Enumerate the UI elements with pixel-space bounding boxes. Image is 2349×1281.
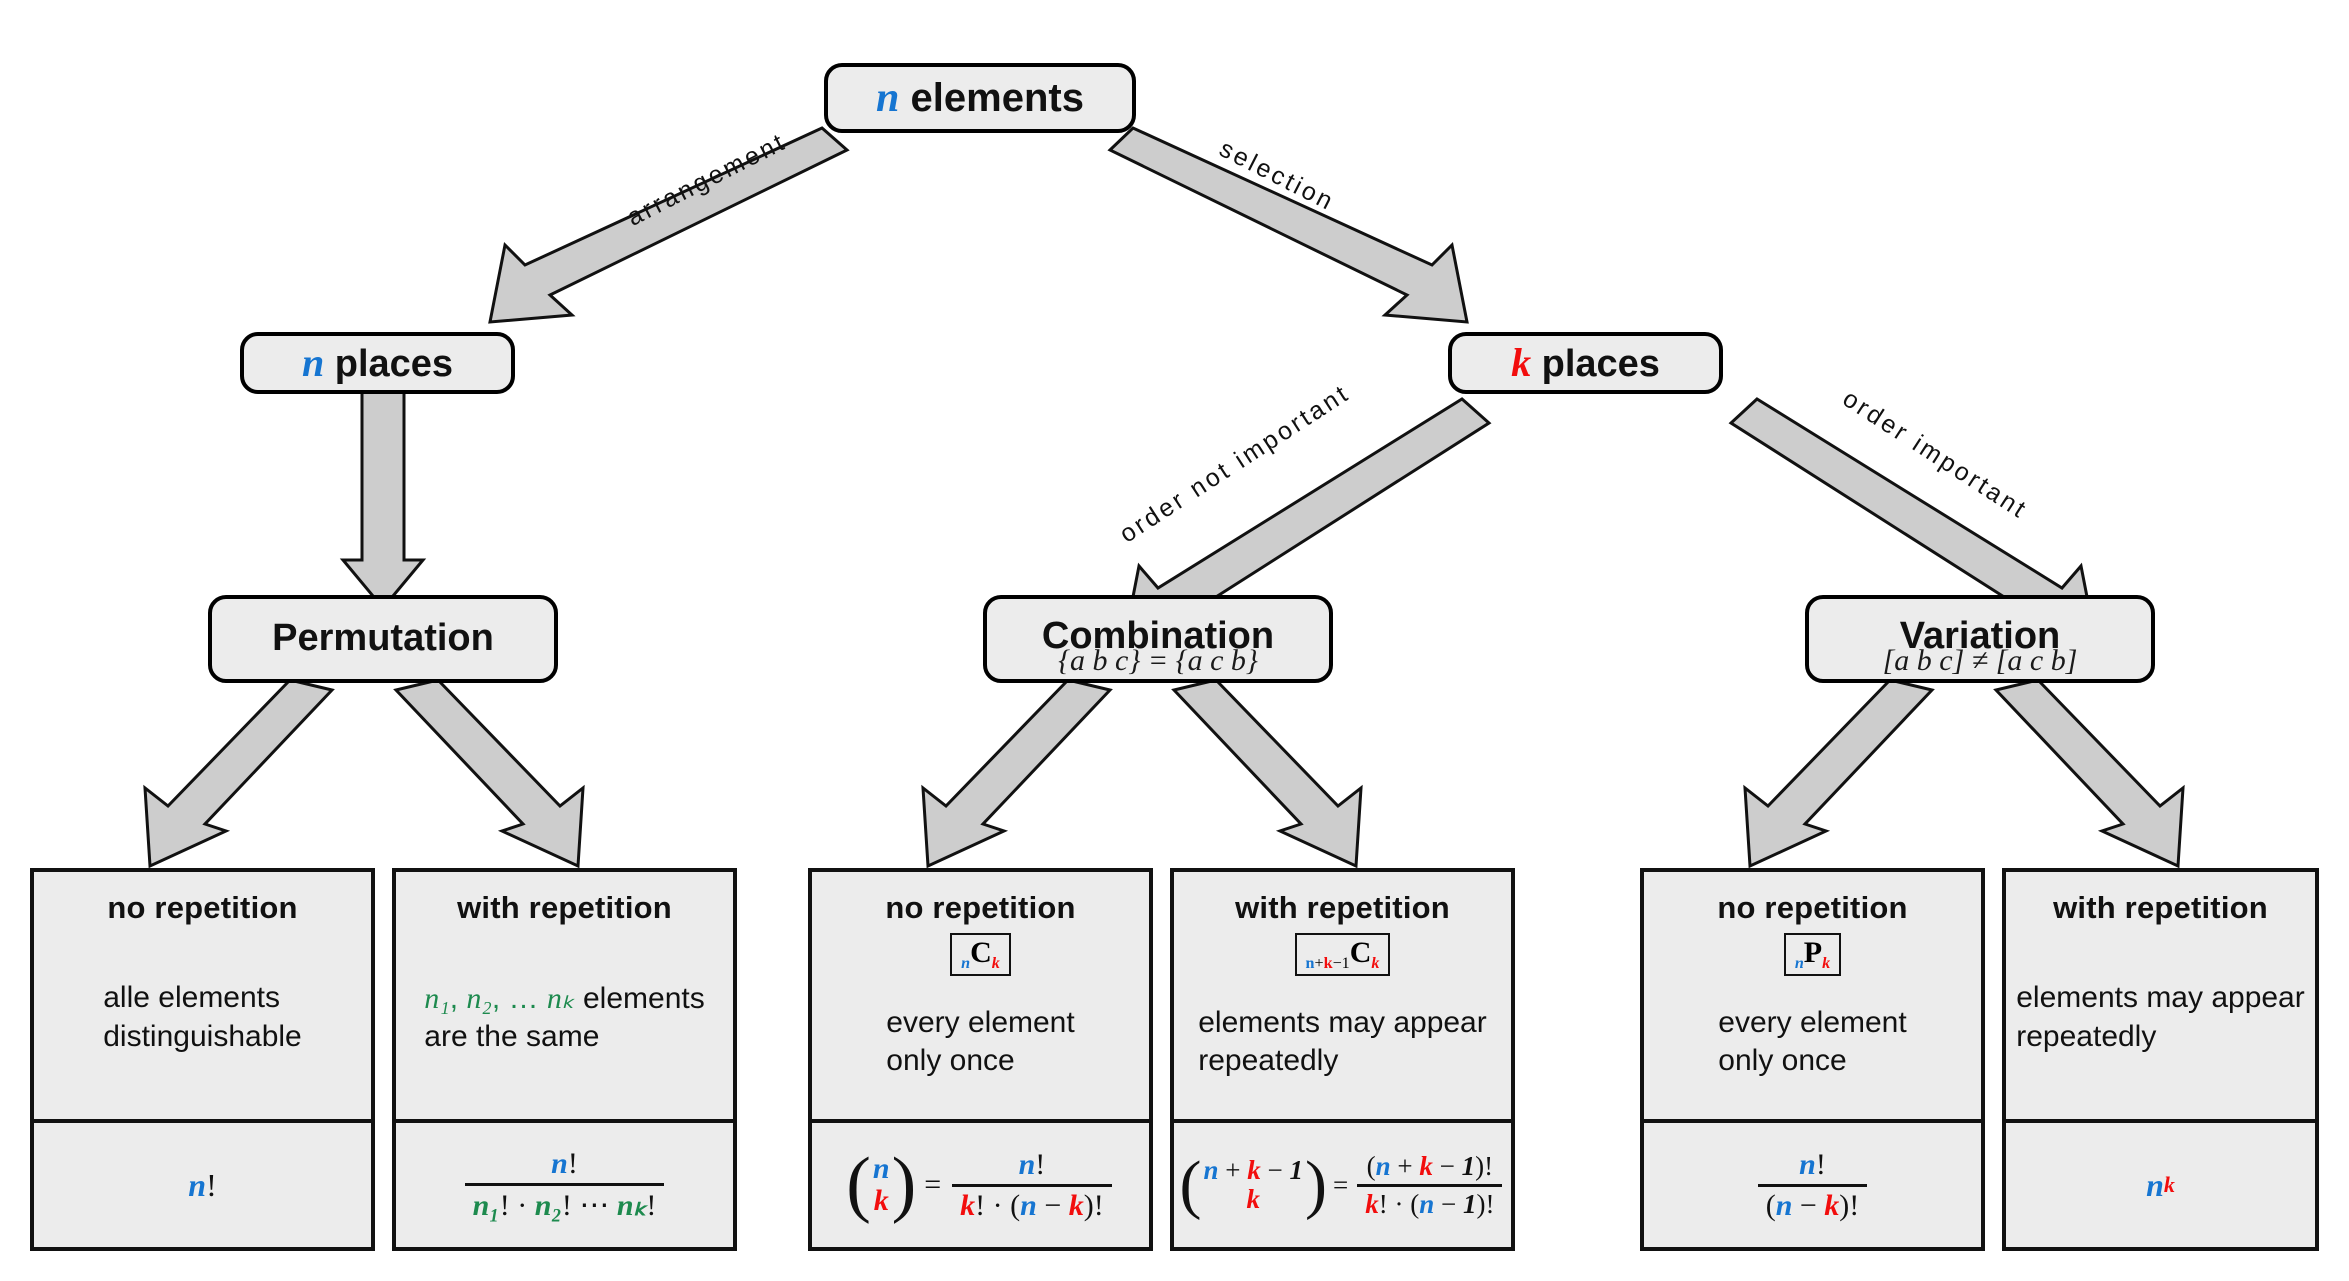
leaf-formula: n! (n − k)! <box>1644 1119 1981 1247</box>
leaf-upper: no repetition nPk every element only onc… <box>1644 872 1981 1119</box>
leaf-description: every element only once <box>1718 1005 1907 1078</box>
arrow-permutation-left <box>143 678 335 869</box>
formula-binomial-nk: ( n k ) = n! k! · (n − k)! <box>846 1147 1115 1223</box>
leaf-combination-no-repetition[interactable]: no repetition nCk every element only onc… <box>808 868 1153 1251</box>
leaf-formula: n! <box>34 1119 371 1247</box>
leaf-heading: no repetition <box>1717 890 1908 925</box>
leaf-upper: with repetition n₁, n₂, … nₖ elements ar… <box>396 872 733 1119</box>
symbol-n: n <box>876 74 900 121</box>
arrow-variation-right <box>1993 678 2185 869</box>
leaf-description: elements may appear repeatedly <box>1198 1005 1487 1078</box>
symbol-k: k <box>1511 339 1532 385</box>
formula-multiset-permutation: n! n₁! · n₂! ⋯ nₖ! <box>462 1147 668 1223</box>
edge-label-selection: selection <box>1214 134 1340 217</box>
node-variation[interactable]: Variation [a b c] ≠ [a c b] <box>1805 595 2155 683</box>
node-k-places-title: k places <box>1511 339 1660 385</box>
symbol-n2: n₂ <box>466 981 492 1015</box>
word-elements: elements <box>582 981 705 1015</box>
leaf-formula: n! n₁! · n₂! ⋯ nₖ! <box>396 1119 733 1247</box>
leaf-notation-nPk: nPk <box>1783 933 1842 976</box>
node-permutation[interactable]: Permutation <box>208 595 558 683</box>
leaf-combination-with-repetition[interactable]: with repetition n+k−1Ck elements may app… <box>1170 868 1515 1251</box>
node-k-places-label: places <box>1541 342 1660 385</box>
symbol-nk: nₖ <box>546 981 575 1015</box>
leaf-formula: ( n k ) = n! k! · (n − k)! <box>812 1119 1149 1247</box>
leaf-heading: with repetition <box>457 890 672 925</box>
leaf-description-line2: are the same <box>424 1019 600 1053</box>
leaf-description: n₁, n₂, … nₖ elements are the same <box>424 980 704 1056</box>
leaf-notation-npkm1Ck: n+k−1Ck <box>1294 933 1391 976</box>
arrow-variation-left <box>1743 678 1935 869</box>
leaf-permutation-no-repetition[interactable]: no repetition alle elements distinguisha… <box>30 868 375 1251</box>
leaf-upper: with repetition n+k−1Ck elements may app… <box>1174 872 1511 1119</box>
formula-multiset-combination: ( n + k − 1 k ) = (n + k − 1)! k! · (n −… <box>1180 1151 1506 1220</box>
leaf-formula: ( n + k − 1 k ) = (n + k − 1)! k! · (n −… <box>1174 1119 1511 1247</box>
formula-variation-no-repetition: n! (n − k)! <box>1755 1148 1871 1223</box>
node-n-elements-label: elements <box>910 75 1084 120</box>
leaf-description-line1: n₁, n₂, … nₖ elements <box>424 981 705 1015</box>
arrow-n-places-permutation <box>339 387 427 611</box>
leaf-heading: with repetition <box>1235 890 1450 925</box>
leaf-heading: with repetition <box>2053 890 2268 925</box>
node-k-places[interactable]: k places <box>1448 332 1723 394</box>
node-permutation-title: Permutation <box>272 617 494 660</box>
leaf-permutation-with-repetition[interactable]: with repetition n₁, n₂, … nₖ elements ar… <box>392 868 737 1251</box>
leaf-variation-no-repetition[interactable]: no repetition nPk every element only onc… <box>1640 868 1985 1251</box>
leaf-description: alle elements distinguishable <box>103 981 302 1053</box>
node-n-elements-title: n elements <box>876 76 1084 120</box>
node-n-places-title: n places <box>301 339 454 385</box>
symbol-n1: n₁ <box>424 981 450 1015</box>
leaf-upper: no repetition alle elements distinguisha… <box>34 872 371 1119</box>
arrow-combination-left <box>921 678 1113 869</box>
leaf-variation-with-repetition[interactable]: with repetition elements may appear repe… <box>2002 868 2319 1251</box>
leaf-description: elements may appear repeatedly <box>2016 981 2305 1053</box>
edge-label-arrangement: arrangement <box>622 127 791 232</box>
arrow-combination-right <box>1171 678 1363 869</box>
node-combination[interactable]: Combination {a b c} = {a c b} <box>983 595 1333 683</box>
arrow-arrangement <box>488 126 850 324</box>
node-n-places-label: places <box>334 342 454 385</box>
arrow-permutation-right <box>393 678 585 869</box>
node-n-places[interactable]: n places <box>240 332 515 394</box>
leaf-upper: no repetition nCk every element only onc… <box>812 872 1149 1119</box>
leaf-notation-nCk: nCk <box>950 933 1011 976</box>
symbol-n: n <box>301 339 325 385</box>
formula-n-factorial: n! <box>188 1166 217 1203</box>
leaf-upper: with repetition elements may appear repe… <box>2006 872 2315 1119</box>
leaf-description: every element only once <box>886 1005 1075 1078</box>
node-n-elements[interactable]: n elements <box>824 63 1136 133</box>
arrow-selection <box>1107 126 1469 324</box>
leaf-heading: no repetition <box>885 890 1076 925</box>
edge-label-order-important: order important <box>1837 384 2033 525</box>
edge-label-order-not-important: order not important <box>1114 378 1355 549</box>
leaf-heading: no repetition <box>107 890 298 925</box>
